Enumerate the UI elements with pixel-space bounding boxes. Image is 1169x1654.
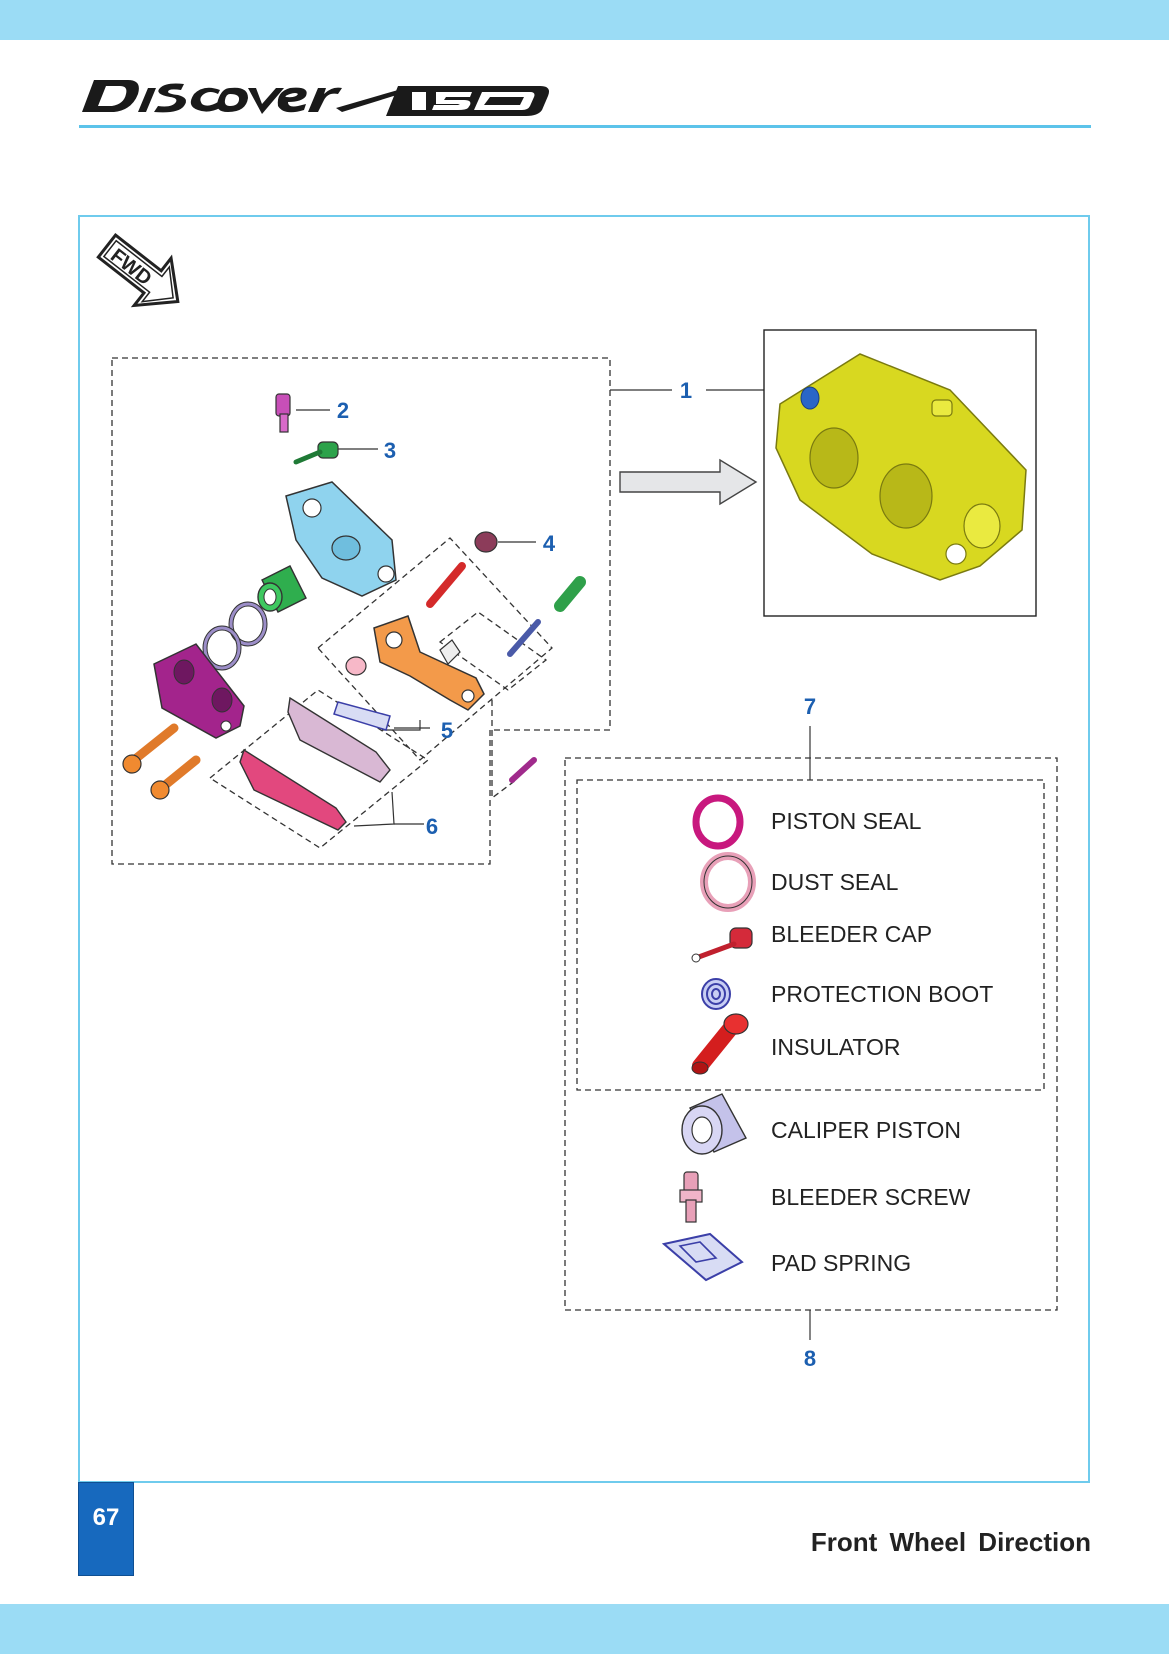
legend-pad-spring: PAD SPRING: [771, 1250, 912, 1276]
legend-dust-seal: DUST SEAL: [771, 869, 899, 895]
legend-piston-seal: PISTON SEAL: [771, 808, 922, 834]
pad-spring-icon: [661, 1232, 744, 1282]
insulator-green-part: [554, 576, 586, 612]
brake-pad-part: [239, 696, 391, 831]
caliper-half-part: [153, 643, 245, 739]
header-rule: [79, 125, 1091, 128]
insulator-icon: [691, 1013, 749, 1075]
footer-title: Front Wheel Direction: [810, 1527, 1091, 1557]
protection-boot-icon: [701, 978, 731, 1010]
assembly-arrow-icon: [619, 458, 758, 506]
bleeder-cap-icon: [691, 927, 753, 963]
slide-pin-blue-part: [507, 619, 541, 657]
fwd-arrow-icon: FWD: [96, 233, 180, 308]
pad-clip-part: [439, 639, 461, 665]
discover-150-logo: [82, 80, 549, 116]
mounting-bolt-part: [122, 723, 201, 800]
callout-7: 7: [804, 694, 816, 719]
kit-8-boundary: [564, 757, 1058, 1311]
bleeder-screw-icon: [679, 1171, 703, 1223]
legend-bleeder-screw: BLEEDER SCREW: [771, 1184, 971, 1210]
callout-5: 5: [441, 718, 453, 743]
callout-2: 2: [337, 398, 349, 423]
legend-insulator: INSULATOR: [771, 1034, 901, 1060]
caliper-piston-icon: [681, 1093, 747, 1155]
slide-pin-boundary: [438, 611, 548, 691]
bottom-band: [0, 1604, 1169, 1654]
legend-bleeder-cap: BLEEDER CAP: [771, 921, 933, 947]
callout-8: 8: [804, 1346, 816, 1371]
diagram-frame: [78, 215, 1090, 1483]
bleeder-screw-part: [275, 393, 291, 433]
callout-3: 3: [384, 438, 396, 463]
caliper-assembly-boundary: [111, 357, 611, 865]
slide-pin-red-part: [426, 562, 466, 608]
protection-boot-part: [474, 531, 498, 553]
page-number-badge: 67: [78, 1482, 134, 1576]
caliper-body-part: [285, 481, 397, 597]
assembled-caliper-part: [775, 353, 1027, 581]
top-band: [0, 0, 1169, 40]
piston-seal-icon: [692, 794, 744, 850]
washer-part: [345, 656, 367, 676]
caliper-piston-part: [257, 565, 307, 613]
caliper-bracket-part: [373, 615, 485, 711]
callout-4: 4: [543, 531, 556, 556]
pin-bolt-part: [509, 757, 537, 783]
legend-caliper-piston: CALIPER PISTON: [771, 1117, 962, 1143]
callout-1: 1: [680, 378, 692, 403]
pad-spring-part: [333, 701, 391, 731]
bleeder-cap-part: [293, 441, 339, 465]
pin-leader-boundary: [491, 700, 517, 800]
callout-6: 6: [426, 814, 438, 839]
page-number: 67: [92, 1504, 120, 1531]
legend-protection-boot: PROTECTION BOOT: [771, 981, 994, 1007]
brake-pad-boundary: [208, 689, 430, 849]
